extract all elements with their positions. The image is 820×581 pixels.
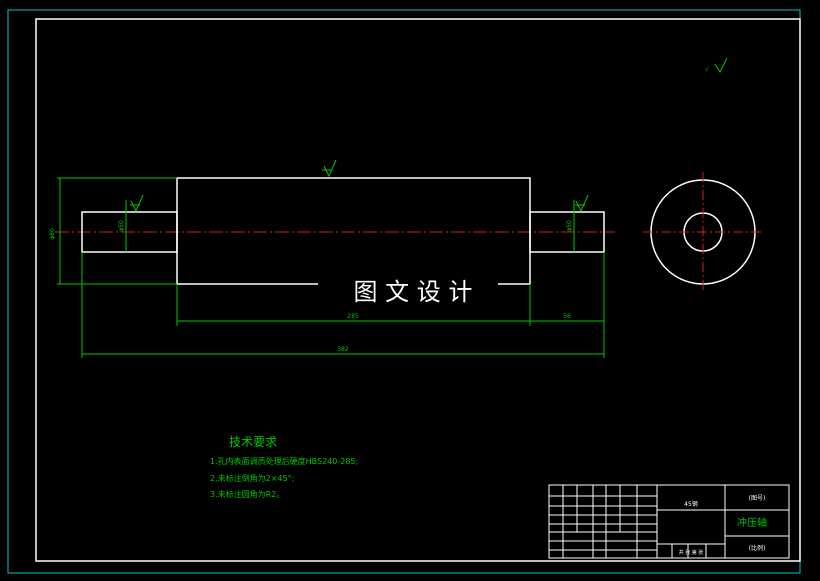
note-item-2: 2.未标注倒角为2×45°; bbox=[210, 473, 294, 483]
right-journal bbox=[529, 211, 605, 253]
note-item-3: 3.未标注圆角为R2。 bbox=[210, 489, 284, 499]
roughness-symbol-general bbox=[714, 57, 728, 74]
note-item-1: 1.孔内表面调质处理后硬度HBS240-285; bbox=[210, 456, 358, 466]
title-block bbox=[548, 484, 790, 559]
dim-middle-length: 285 bbox=[347, 313, 359, 320]
notes-title: 技术要求 bbox=[229, 435, 277, 449]
watermark-text: 图 文 设 计 bbox=[354, 278, 473, 306]
technical-notes: 技术要求 1.孔内表面调质处理后硬度HBS240-285; 2.未标注倒角为2×… bbox=[210, 435, 358, 499]
dim-left-diameter: φ80 bbox=[49, 228, 56, 240]
dimension-lines bbox=[57, 177, 605, 358]
title-block-part-name: 冲压轴 bbox=[737, 516, 767, 529]
roughness-symbol-body bbox=[323, 159, 337, 178]
watermark-backdrop bbox=[318, 276, 498, 308]
svg-text:√: √ bbox=[705, 66, 709, 73]
dim-right-end-length: 56 bbox=[563, 313, 571, 320]
dim-overall-length: 382 bbox=[337, 346, 349, 353]
main-body bbox=[176, 177, 531, 285]
title-block-sheet-count: 共 张 第 张 bbox=[679, 549, 704, 556]
dim-left-small-diameter: φ50 bbox=[118, 220, 125, 232]
title-block-drawing-number: (图号) bbox=[749, 495, 766, 502]
shaft-outline bbox=[81, 177, 605, 285]
end-view bbox=[643, 172, 763, 292]
roughness-symbol-right bbox=[575, 194, 589, 213]
roughness-symbol-left bbox=[130, 194, 144, 213]
dim-right-small-diameter: φ50 bbox=[566, 220, 573, 232]
title-block-scale: (比例) bbox=[749, 544, 766, 552]
drawing-frame bbox=[35, 18, 801, 562]
roughness-symbols: √ bbox=[130, 57, 728, 213]
title-block-material: 45钢 bbox=[684, 500, 698, 508]
